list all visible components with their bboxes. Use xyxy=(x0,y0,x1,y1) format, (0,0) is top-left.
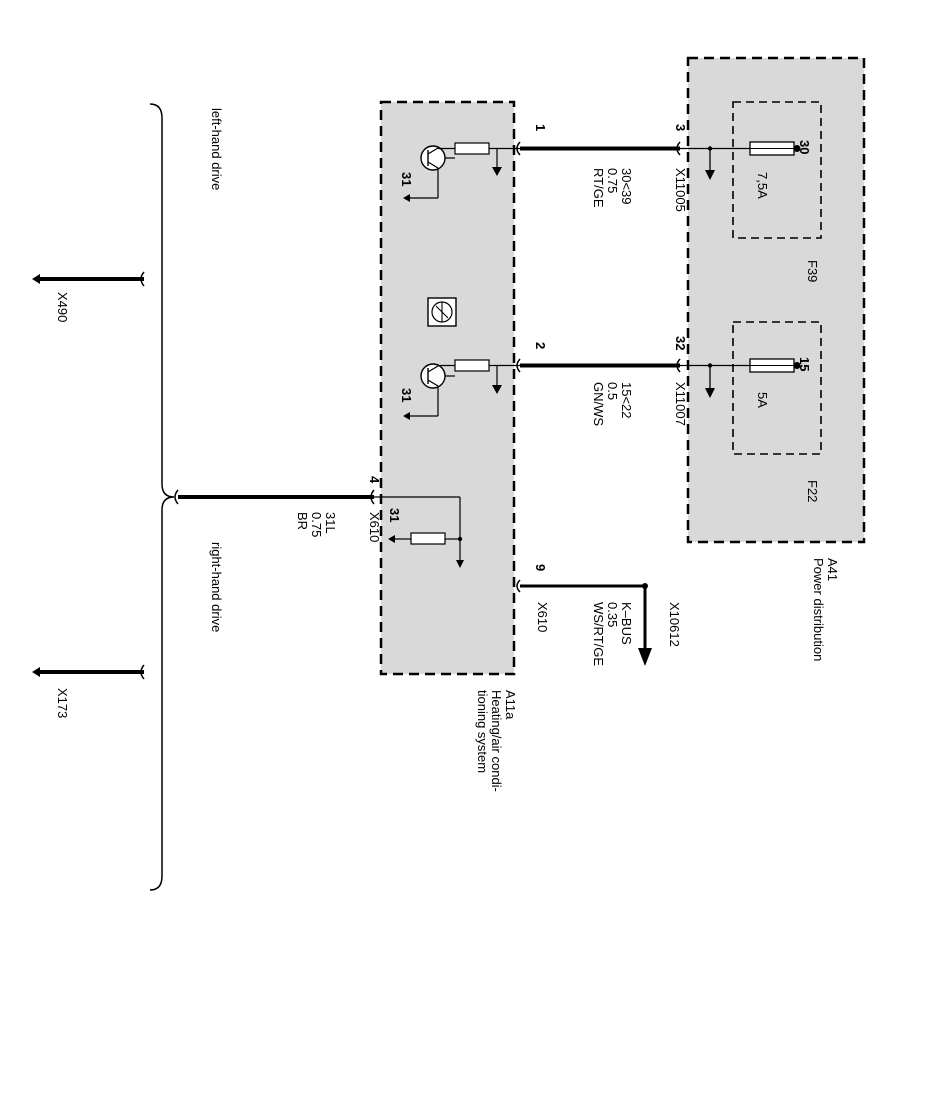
power-distribution-module: 30 7,5A F39 15 5A F22 A41 Power distribu… xyxy=(680,56,866,661)
hvac-title-line1: Heating/air condi- xyxy=(489,690,504,792)
wire-2-size: 0.5 xyxy=(605,382,620,400)
wire-9-connector: X610 xyxy=(535,602,550,632)
drive-variant-brace xyxy=(149,103,175,891)
wire-2-connector: X11007 xyxy=(673,382,688,426)
transistor-1-ground-label: 31 xyxy=(399,172,414,186)
wire-2-color: GN/WS xyxy=(591,382,606,426)
transistor-2-ground-label: 31 xyxy=(399,388,414,402)
wire-1-color: RT/GE xyxy=(591,168,606,208)
wire-9-size: 0.35 xyxy=(605,602,620,627)
resistor-ground-label: 31 xyxy=(387,508,402,522)
wire-4-size: 0.75 xyxy=(309,512,324,537)
wire-9-signal: K–BUS xyxy=(619,602,634,645)
hvac-title-line2: tioning system xyxy=(475,690,490,773)
wire-4-connector: X610 xyxy=(367,512,382,542)
wire-1-size: 0.75 xyxy=(605,168,620,193)
left-hand-drive-label: left-hand drive xyxy=(209,108,224,190)
ground-x173 xyxy=(32,664,145,680)
wire-9-color: WS/RT/GE xyxy=(591,602,606,666)
ground-x173-label: X173 xyxy=(55,688,70,718)
ground-x490 xyxy=(32,271,145,287)
wire-9 xyxy=(516,579,652,666)
fuse-f22-box xyxy=(732,321,822,455)
hvac-id: A11a xyxy=(503,690,518,720)
fuse-f39-id: F39 xyxy=(805,260,820,282)
wire-2-dist-pin: 32 xyxy=(673,336,688,350)
resistor-pin4-symbol xyxy=(374,496,464,568)
wire-9-module-pin: 9 xyxy=(533,564,548,571)
power-distribution-id: A41 xyxy=(825,558,840,581)
wire-1-signal: 30<39 xyxy=(619,168,634,205)
wire-2 xyxy=(516,358,681,373)
wire-4 xyxy=(174,489,375,505)
fuse-f39-symbol xyxy=(680,141,801,180)
fuse-f22-rating: 5A xyxy=(755,392,770,408)
wire-4-module-pin: 4 xyxy=(367,476,382,484)
wire-4-color: BR xyxy=(295,512,310,530)
wire-2-module-pin: 2 xyxy=(533,342,548,349)
fuse-f22-id: F22 xyxy=(805,480,820,502)
motor-symbol xyxy=(427,297,457,327)
fuse-f22-symbol xyxy=(680,358,801,398)
right-hand-drive-label: right-hand drive xyxy=(209,542,224,632)
wire-1-connector: X11005 xyxy=(673,168,688,212)
wire-9-end-connector: X10612 xyxy=(667,602,682,647)
transistor-2-symbol xyxy=(403,359,520,420)
ground-x490-label: X490 xyxy=(55,292,70,322)
fuse-f39-terminal: 30 xyxy=(797,140,812,154)
transistor-1-symbol xyxy=(403,142,520,202)
wire-4-signal: 31L xyxy=(323,512,338,534)
fuse-f22-terminal: 15 xyxy=(797,357,812,371)
fuse-f39-box xyxy=(732,101,822,239)
wire-1 xyxy=(516,141,681,156)
fuse-f39-rating: 7,5A xyxy=(755,172,770,199)
wire-1-dist-pin: 3 xyxy=(673,124,688,131)
wire-1-module-pin: 1 xyxy=(533,124,548,131)
hvac-module: 31 31 xyxy=(374,100,520,792)
power-distribution-title: Power distribution xyxy=(811,558,826,661)
wire-2-signal: 15<22 xyxy=(619,382,634,419)
